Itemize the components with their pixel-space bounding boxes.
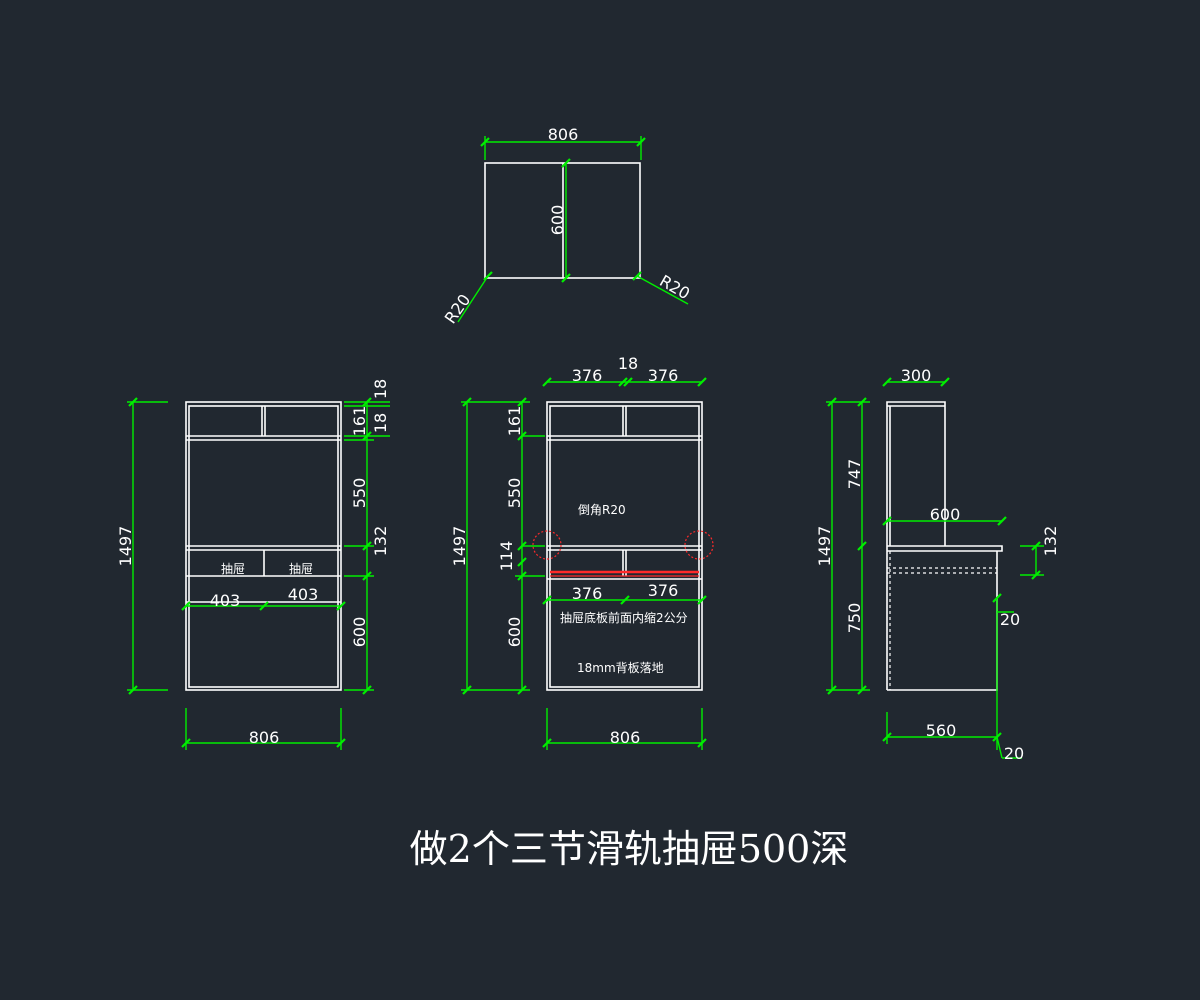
note-chamfer: 倒角R20 bbox=[578, 503, 626, 517]
note-drawer-bottom: 抽屉底板前面内缩2公分 bbox=[560, 610, 688, 625]
front-width: 806 bbox=[249, 728, 280, 747]
front-lower-opening: 600 bbox=[350, 617, 369, 648]
front-drawer-label-left: 抽屉 bbox=[221, 562, 245, 576]
section-top-center: 18 bbox=[618, 354, 638, 373]
section-middle-opening: 550 bbox=[505, 478, 524, 509]
section-lower-opening: 600 bbox=[505, 617, 524, 648]
front-drawer-label-right: 抽屉 bbox=[289, 562, 313, 576]
top-view-radius-left: R20 bbox=[441, 291, 475, 328]
note-back-panel: 18mm背板落地 bbox=[577, 661, 664, 675]
section-width: 806 bbox=[610, 728, 641, 747]
front-drawer-width-left: 403 bbox=[210, 591, 241, 610]
side-overhang: 20 bbox=[1000, 610, 1020, 629]
side-upper-height: 747 bbox=[845, 459, 864, 490]
front-drawer-width-right: 403 bbox=[288, 585, 319, 604]
side-desk-depth: 600 bbox=[930, 505, 961, 524]
side-base-offset: 20 bbox=[1004, 744, 1024, 763]
front-middle-opening: 550 bbox=[350, 478, 369, 509]
section-view: 倒角R20 抽屉底板前面内缩2公分 18mm背板落地 376 18 376 14… bbox=[450, 354, 714, 750]
drawing-title: 做2个三节滑轨抽屉500深 bbox=[410, 827, 849, 871]
section-top-left: 376 bbox=[572, 366, 603, 385]
side-lower-height: 750 bbox=[845, 603, 864, 634]
section-top-compartment: 161 bbox=[505, 406, 524, 437]
side-view: 300 600 1497 747 750 132 20 bbox=[815, 366, 1060, 763]
side-drawer-zone: 132 bbox=[1041, 526, 1060, 557]
section-height: 1497 bbox=[450, 526, 469, 567]
front-top-shelf: 18 bbox=[371, 413, 390, 433]
front-top-board: 18 bbox=[371, 379, 390, 399]
top-view-depth: 600 bbox=[548, 205, 567, 236]
front-view: 抽屉 抽屉 1497 18 161 18 550 132 600 403 bbox=[116, 379, 390, 750]
side-base-depth: 560 bbox=[926, 721, 957, 740]
top-view-width: 806 bbox=[548, 125, 579, 144]
side-desk-outline bbox=[887, 545, 1003, 552]
front-height: 1497 bbox=[116, 526, 135, 567]
top-view-radius-right: R20 bbox=[656, 271, 693, 303]
section-top-right: 376 bbox=[648, 366, 679, 385]
section-drawer-zone: 114 bbox=[497, 541, 516, 572]
section-drawer-left: 376 bbox=[572, 584, 603, 603]
front-top-compartment: 161 bbox=[350, 406, 369, 437]
front-drawer-zone: 132 bbox=[371, 526, 390, 557]
top-view: 806 600 R20 R20 bbox=[441, 125, 693, 327]
chamfer-marker-right bbox=[684, 530, 714, 560]
side-top-depth: 300 bbox=[901, 366, 932, 385]
chamfer-marker-left bbox=[532, 530, 562, 560]
side-height: 1497 bbox=[815, 526, 834, 567]
section-drawer-right: 376 bbox=[648, 581, 679, 600]
